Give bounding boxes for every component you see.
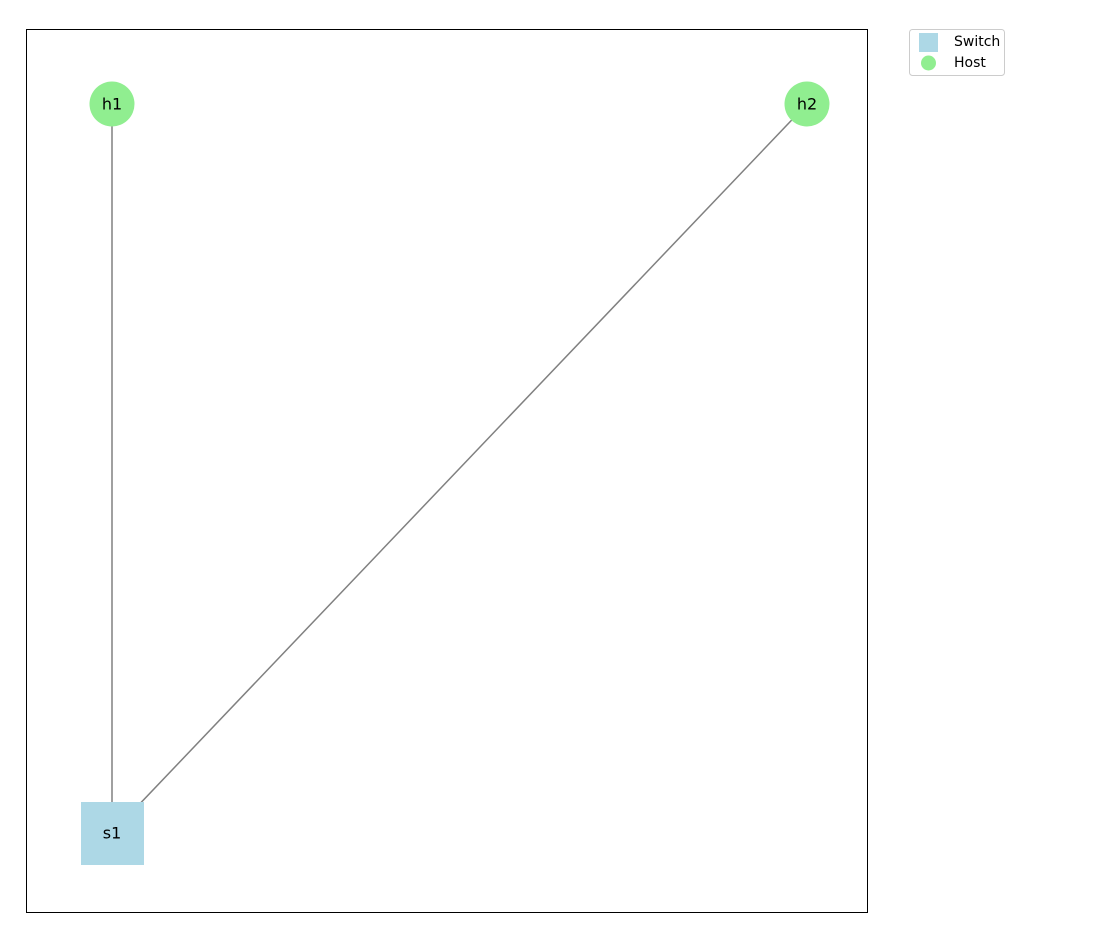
- edges: [111, 103, 808, 834]
- node-h1[interactable]: h1: [89, 81, 135, 127]
- legend-host-marker: [921, 55, 936, 71]
- legend: Switch Host: [909, 29, 1005, 76]
- node-label-s1: s1: [103, 824, 122, 843]
- host-node-shape: [784, 81, 830, 127]
- node-s1[interactable]: s1: [81, 802, 144, 865]
- node-label-h1: h1: [102, 95, 122, 114]
- node-label-h2: h2: [797, 95, 817, 114]
- legend-switch-marker: [919, 33, 938, 52]
- switch-node-shape: [81, 802, 144, 865]
- legend-host-label: Host: [954, 55, 986, 71]
- node-h2[interactable]: h2: [784, 81, 830, 127]
- legend-switch-label: Switch: [954, 34, 1000, 50]
- edge-h2-s1: [111, 103, 808, 834]
- plot-frame: [26, 29, 868, 913]
- host-node-shape: [89, 81, 135, 127]
